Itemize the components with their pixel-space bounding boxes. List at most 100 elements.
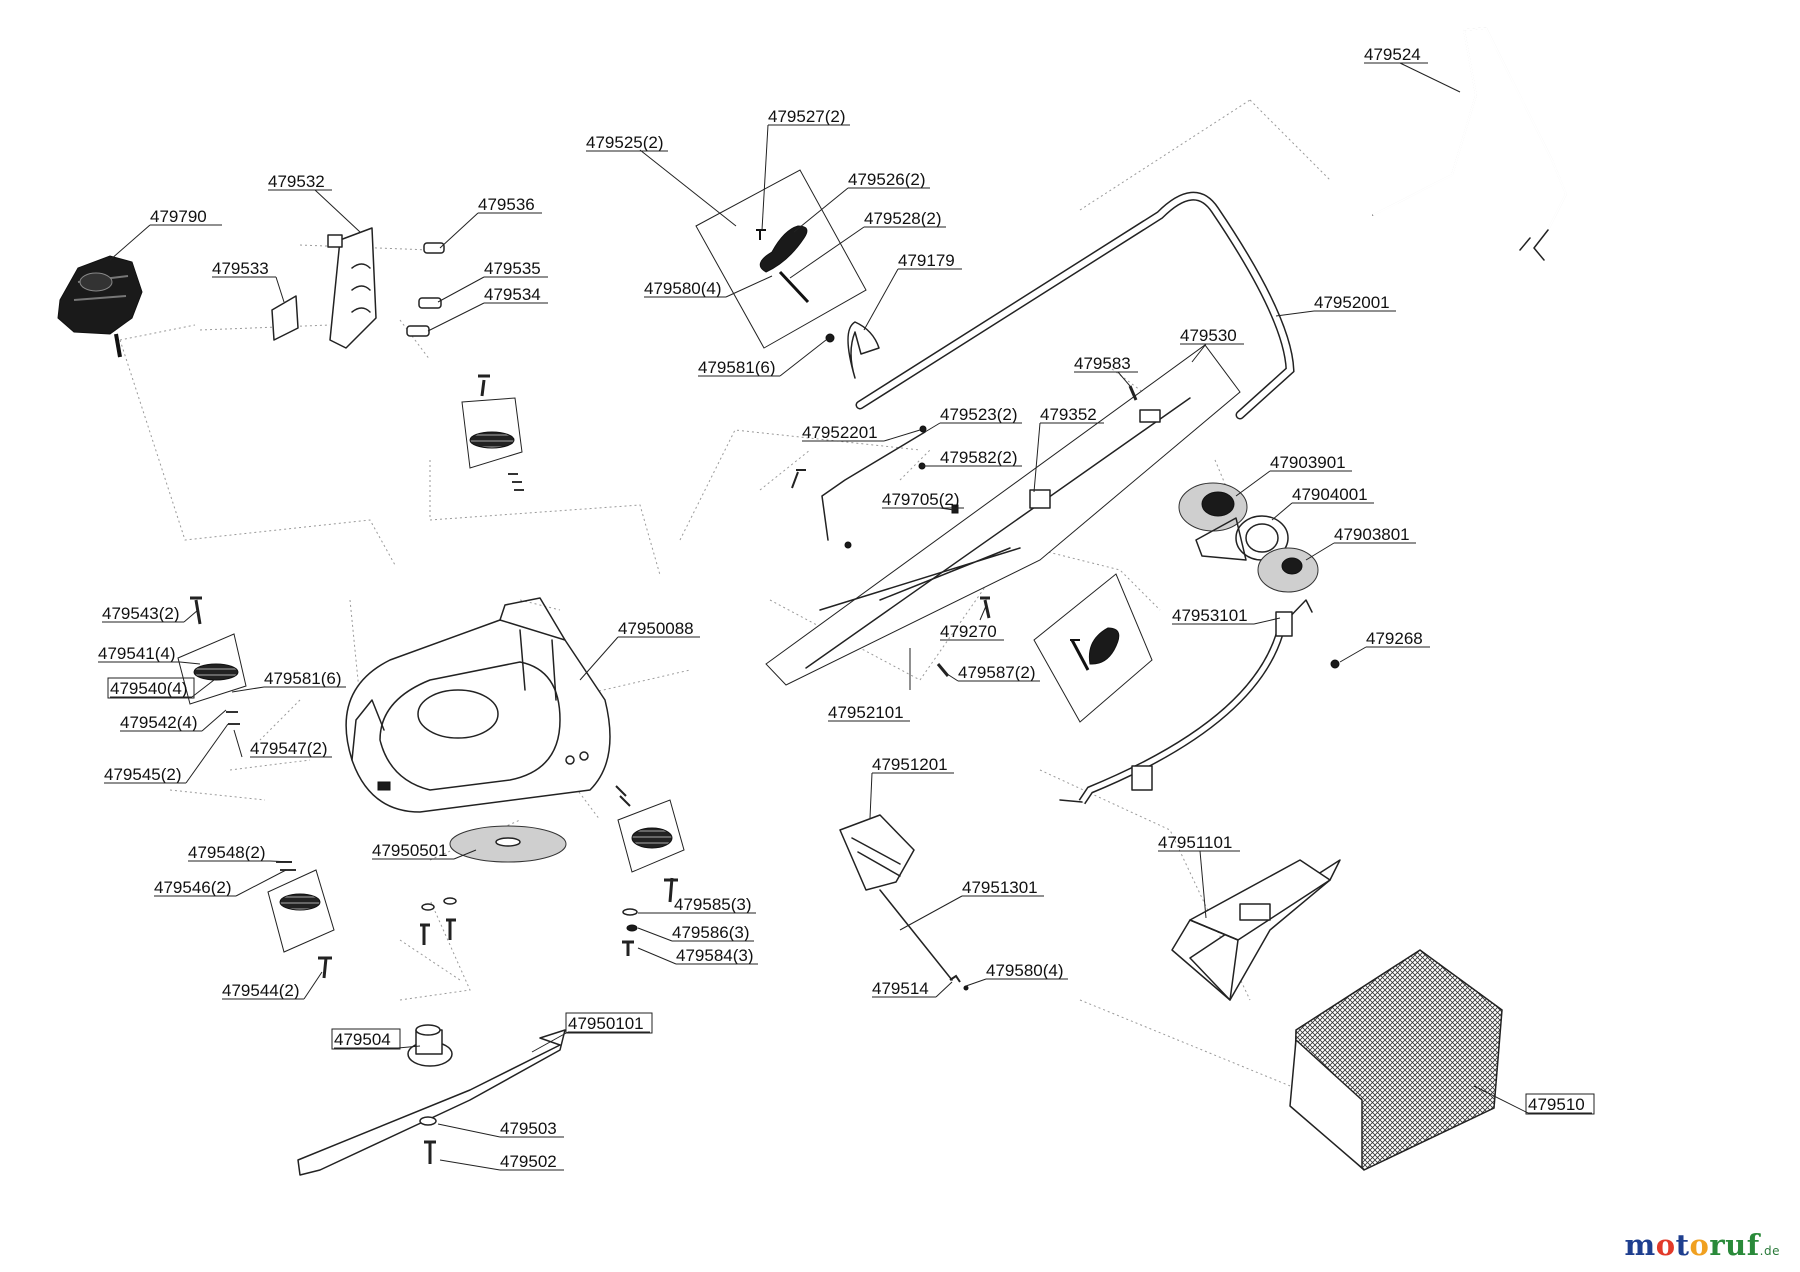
part-number-text: 479546(2) (154, 878, 232, 897)
leader-line (979, 605, 987, 621)
part-number-text: 479542(4) (120, 713, 198, 732)
leader-line (779, 339, 827, 377)
leader-line (725, 275, 773, 298)
part-number-text: 479543(2) (102, 604, 180, 623)
bolts-group (420, 897, 638, 956)
part-number-text: 479514 (872, 979, 929, 998)
part-number-text: 47903801 (1334, 525, 1410, 544)
leader-line (1235, 470, 1271, 497)
part-label-479532: 479532 (268, 172, 361, 233)
watermark-logo: motoruf.de (1625, 1228, 1780, 1262)
part-label-479527: 479527(2) (761, 107, 850, 231)
leader-line (1275, 310, 1315, 317)
part-label-47951201: 47951201 (869, 755, 954, 819)
leader-line (943, 671, 959, 682)
leader-line (303, 971, 323, 1000)
part-number-text: 479270 (940, 622, 997, 641)
leader-line (883, 429, 921, 442)
part-label-479548: 479548(2) (188, 843, 293, 863)
part-number-text: 479530 (1180, 326, 1237, 345)
part-number-text: 479536 (478, 195, 535, 214)
leader-line (531, 1031, 569, 1053)
part-label-479514: 479514 (872, 979, 953, 998)
part-label-479580a: 479580(4) (644, 275, 773, 298)
part-number-text: 479705(2) (882, 490, 960, 509)
leader-line (183, 609, 199, 623)
part-number-text: 479545(2) (104, 765, 182, 784)
part-number-text: 479581(6) (698, 358, 776, 377)
part-label-479544: 479544(2) (222, 971, 323, 1000)
part-label-47950088: 47950088 (579, 619, 700, 681)
part-number-text: 47952101 (828, 703, 904, 722)
leader-line (637, 947, 677, 965)
height-bracket-479532 (327, 227, 377, 349)
part-number-text: 47903901 (1270, 453, 1346, 472)
part-number-text: 47950501 (372, 841, 448, 860)
deck-47950088 (345, 597, 611, 813)
part-label-47950501: 47950501 (372, 841, 477, 860)
lever-detail-lower (1033, 573, 1153, 723)
part-label-47904001: 47904001 (1271, 485, 1374, 521)
part-label-479534: 479534 (427, 285, 548, 332)
leader-line (235, 869, 287, 897)
blade-47950101 (297, 1024, 566, 1176)
leader-line (453, 849, 477, 860)
part-number-text: 479547(2) (250, 739, 328, 758)
cables-and-rods (791, 385, 1138, 677)
leader-line (185, 723, 229, 784)
pin-479514 (949, 974, 969, 991)
plate-479533 (271, 295, 299, 341)
leader-line (793, 187, 849, 233)
part-number-text: 479533 (212, 259, 269, 278)
part-label-479583: 479583 (1074, 354, 1138, 387)
part-number-text: 479534 (484, 285, 541, 304)
part-number-text: 47951201 (872, 755, 948, 774)
main-handle-47952001 (855, 191, 1295, 420)
part-number-text: 479586(3) (672, 923, 750, 942)
part-label-479540: 479540(4) (107, 677, 215, 699)
part-number-text: 47952201 (802, 423, 878, 442)
leader-line (1271, 502, 1293, 521)
part-label-479352: 479352 (1033, 405, 1104, 493)
leader-line (579, 636, 619, 681)
leader-line (437, 1123, 501, 1138)
part-label-479582: 479582(2) (922, 448, 1022, 467)
leader-line (1033, 422, 1041, 493)
label-box (331, 1028, 401, 1050)
part-number-text: 479503 (500, 1119, 557, 1138)
leader-line (863, 268, 899, 331)
starter-47903901 (1178, 482, 1248, 532)
part-label-479510: 479510 (1473, 1085, 1595, 1115)
part-label-479581a: 479581(6) (698, 339, 827, 377)
part-number-text: 47904001 (1292, 485, 1368, 504)
upper-handle-479524 (1372, 26, 1568, 261)
lower-bar-47953101 (1059, 599, 1313, 805)
leader-line (1199, 850, 1207, 919)
part-number-text: 479528(2) (864, 209, 942, 228)
part-label-479584: 479584(3) (637, 946, 758, 965)
part-number-text: 479581(6) (264, 669, 342, 688)
part-label-479268: 479268 (1339, 629, 1430, 663)
leader-line (439, 1159, 501, 1171)
leader-line (939, 507, 955, 511)
part-label-479525: 479525(2) (586, 133, 737, 227)
part-number-text: 479587(2) (958, 663, 1036, 682)
part-number-text: 479582(2) (940, 448, 1018, 467)
watermark-ruf: ruf (1709, 1228, 1760, 1262)
leader-line (427, 302, 485, 332)
part-label-479526: 479526(2) (793, 170, 930, 233)
part-label-479533: 479533 (212, 259, 285, 303)
part-label-479541: 479541(4) (98, 644, 201, 665)
part-label-479523: 479523(2) (924, 405, 1022, 433)
leader-line (437, 276, 485, 303)
disc-47950501 (449, 825, 567, 863)
label-box (565, 1012, 653, 1034)
wheel-detail-upper (461, 374, 524, 491)
part-number-text: 479510 (1528, 1095, 1585, 1114)
part-number-text: 47951101 (1158, 833, 1232, 852)
leader-line (1117, 371, 1131, 387)
leader-line (1339, 646, 1367, 663)
part-label-479547: 479547(2) (233, 729, 332, 758)
part-label-479546: 479546(2) (154, 869, 287, 897)
part-label-47951101: 47951101 (1158, 833, 1240, 919)
